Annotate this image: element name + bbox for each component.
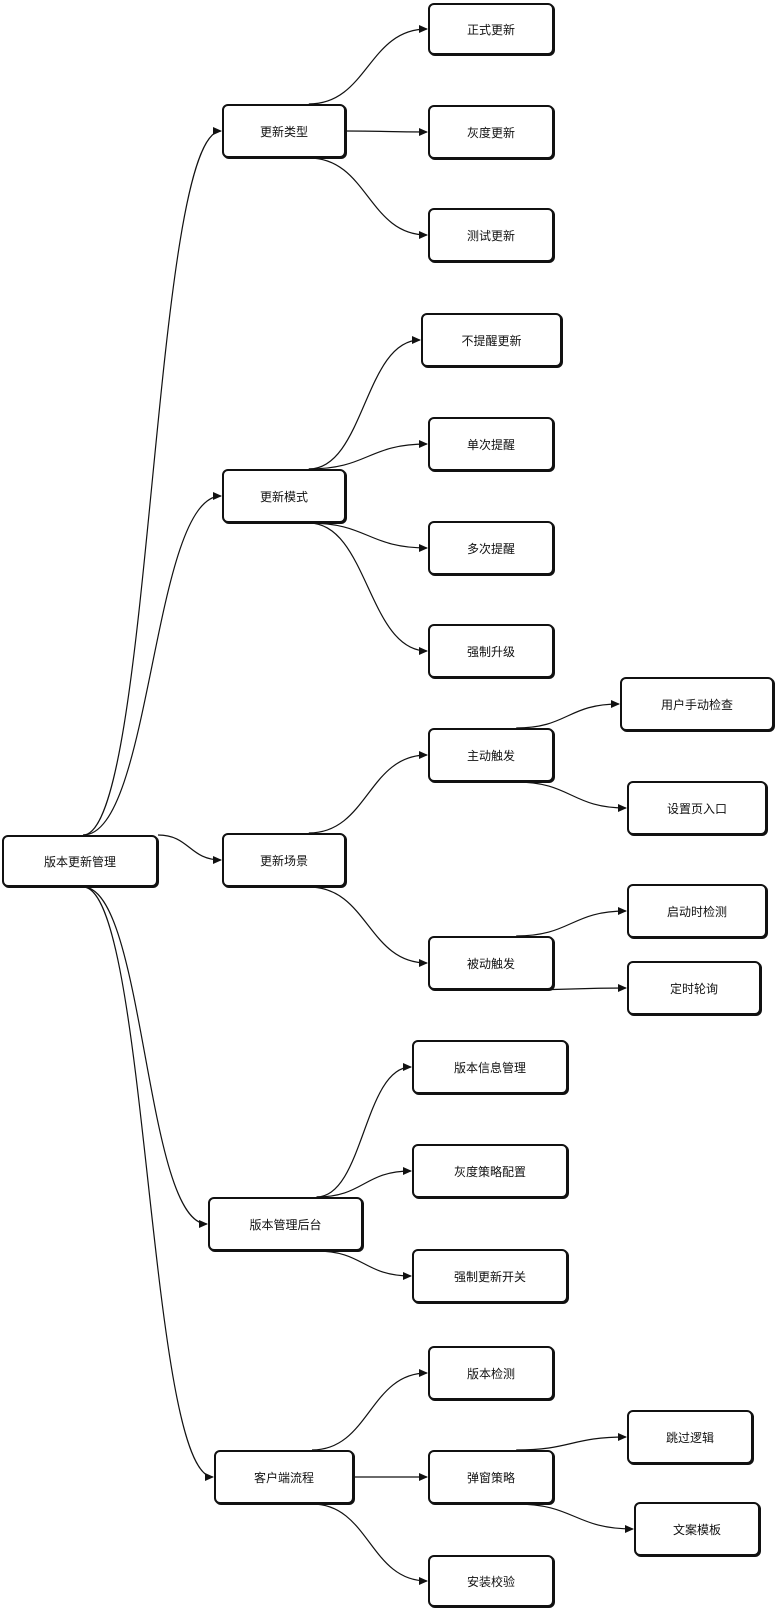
node-settings-entry[interactable]: 设置页入口 bbox=[627, 781, 767, 835]
node-label: 测试更新 bbox=[466, 228, 515, 243]
node-version-info[interactable]: 版本信息管理 bbox=[412, 1040, 568, 1094]
edge-scene-to-passive bbox=[308, 886, 428, 967]
node-label: 单次提醒 bbox=[466, 437, 515, 452]
node-install-verify[interactable]: 安装校验 bbox=[428, 1555, 554, 1607]
node-gray-strategy[interactable]: 灰度策略配置 bbox=[412, 1144, 568, 1198]
edge-client-to-client_detect bbox=[311, 1369, 428, 1451]
edge-admin-to-admin_info bbox=[316, 1063, 412, 1198]
node-label: 用户手动检查 bbox=[660, 697, 733, 712]
node-test-update[interactable]: 测试更新 bbox=[428, 208, 554, 262]
node-version-detect[interactable]: 版本检测 bbox=[428, 1346, 554, 1400]
edge-root-to-scene bbox=[157, 834, 222, 864]
node-label: 主动触发 bbox=[466, 748, 515, 763]
node-passive-trigger[interactable]: 被动触发 bbox=[428, 936, 554, 990]
edge-type-to-type_test bbox=[308, 157, 428, 239]
root-node-label: 版本更新管理 bbox=[43, 854, 116, 869]
node-multi-reminder[interactable]: 多次提醒 bbox=[428, 521, 554, 575]
edge-root-to-type bbox=[83, 127, 222, 836]
edge-mode-to-mode_multi bbox=[308, 522, 428, 552]
edge-mode-to-mode_force bbox=[308, 522, 428, 655]
node-label: 安装校验 bbox=[466, 1574, 515, 1589]
node-update-type[interactable]: 更新类型 bbox=[222, 104, 346, 158]
node-force-switch[interactable]: 强制更新开关 bbox=[412, 1249, 568, 1303]
node-label: 启动时检测 bbox=[666, 904, 727, 919]
root-node[interactable]: 版本更新管理 bbox=[2, 835, 158, 887]
node-label: 版本检测 bbox=[466, 1366, 515, 1381]
node-gray-update[interactable]: 灰度更新 bbox=[428, 105, 554, 159]
node-popup-strategy[interactable]: 弹窗策略 bbox=[428, 1450, 554, 1504]
node-update-mode[interactable]: 更新模式 bbox=[222, 469, 346, 523]
node-client-flow[interactable]: 客户端流程 bbox=[214, 1450, 354, 1504]
node-label: 版本信息管理 bbox=[453, 1060, 526, 1075]
edge-client_popup-to-popup_copy bbox=[516, 1503, 634, 1533]
edge-client_popup-to-popup_skip bbox=[516, 1433, 627, 1451]
edge-mode-to-mode_once bbox=[308, 440, 428, 470]
node-label: 版本管理后台 bbox=[249, 1217, 322, 1232]
node-label: 不提醒更新 bbox=[461, 333, 522, 348]
node-label: 更新模式 bbox=[259, 489, 308, 504]
node-label: 客户端流程 bbox=[253, 1470, 314, 1485]
edge-client-to-client_verify bbox=[311, 1503, 428, 1585]
edge-active-to-active_settings bbox=[516, 781, 627, 812]
node-manual-check[interactable]: 用户手动检查 bbox=[620, 677, 774, 731]
node-label: 多次提醒 bbox=[466, 541, 515, 556]
node-label: 灰度策略配置 bbox=[453, 1164, 526, 1179]
node-label: 强制升级 bbox=[466, 644, 515, 659]
node-formal-update[interactable]: 正式更新 bbox=[428, 3, 554, 55]
node-label: 正式更新 bbox=[466, 22, 515, 37]
node-active-trigger[interactable]: 主动触发 bbox=[428, 728, 554, 782]
node-label: 设置页入口 bbox=[666, 801, 727, 816]
node-label: 更新类型 bbox=[259, 124, 308, 139]
edge-admin-to-admin_force bbox=[316, 1250, 412, 1280]
node-label: 更新场景 bbox=[259, 853, 308, 868]
edge-type-to-type_gray bbox=[345, 127, 428, 136]
node-label: 文案模板 bbox=[672, 1522, 721, 1537]
node-force-upgrade[interactable]: 强制升级 bbox=[428, 624, 554, 678]
edge-mode-to-mode_none bbox=[308, 336, 421, 470]
node-label: 弹窗策略 bbox=[466, 1470, 515, 1485]
edge-root-to-client bbox=[83, 886, 214, 1481]
node-skip-logic[interactable]: 跳过逻辑 bbox=[627, 1410, 753, 1464]
node-label: 强制更新开关 bbox=[453, 1269, 526, 1284]
edge-scene-to-active bbox=[308, 751, 428, 834]
node-single-reminder[interactable]: 单次提醒 bbox=[428, 417, 554, 471]
node-update-scene[interactable]: 更新场景 bbox=[222, 833, 346, 887]
node-label: 跳过逻辑 bbox=[665, 1430, 714, 1445]
node-copy-template[interactable]: 文案模板 bbox=[634, 1502, 760, 1556]
edge-admin-to-admin_gray bbox=[316, 1167, 412, 1198]
edge-root-to-admin bbox=[83, 886, 208, 1228]
edge-active-to-active_manual bbox=[516, 700, 620, 729]
node-label: 灰度更新 bbox=[466, 125, 515, 140]
node-launch-check[interactable]: 启动时检测 bbox=[627, 884, 767, 938]
edge-root-to-mode bbox=[83, 492, 222, 836]
node-scheduled-poll[interactable]: 定时轮询 bbox=[627, 961, 761, 1015]
edge-passive-to-passive_launch bbox=[516, 907, 627, 937]
node-version-admin[interactable]: 版本管理后台 bbox=[208, 1197, 363, 1251]
edge-type-to-type_formal bbox=[308, 25, 428, 105]
node-label: 被动触发 bbox=[466, 956, 515, 971]
node-label: 定时轮询 bbox=[669, 981, 718, 996]
node-no-reminder[interactable]: 不提醒更新 bbox=[421, 313, 562, 367]
